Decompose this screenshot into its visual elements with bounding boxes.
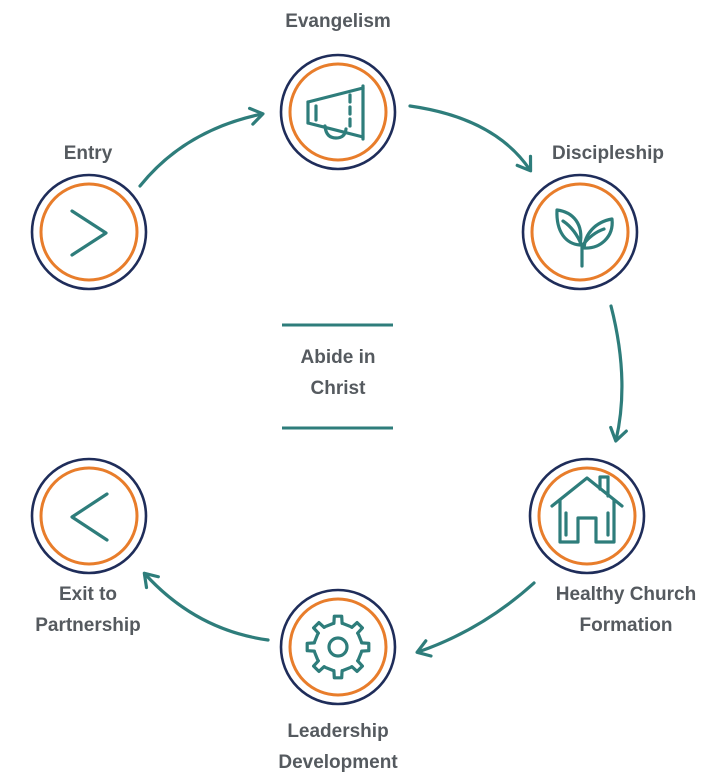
node-label-exit-to-partnership-line-1: Exit to bbox=[58, 584, 118, 605]
gear-center-icon bbox=[327, 636, 349, 658]
node-label-entry-line-1: Entry bbox=[63, 143, 113, 164]
arrow-discipleship-to-church bbox=[609, 304, 628, 443]
node-label-healthy-church-formation: Healthy Church Formation bbox=[534, 579, 718, 641]
node-label-exit-to-partnership: Exit to Partnership bbox=[0, 579, 176, 641]
arrow-entry-to-evangelism bbox=[138, 106, 265, 188]
node-label-leadership-development-line-2: Development bbox=[278, 752, 398, 773]
node-label-leadership-development: Leadership Development bbox=[238, 716, 438, 778]
chevron-left-icon bbox=[70, 492, 109, 542]
node-label-evangelism: Evangelism bbox=[238, 6, 438, 37]
node-ring-exit-to-partnership bbox=[30, 457, 148, 575]
gear-icon bbox=[305, 614, 371, 680]
node-label-discipleship-line-1: Discipleship bbox=[552, 143, 664, 164]
node-label-entry: Entry bbox=[0, 138, 176, 169]
house-icon bbox=[550, 475, 624, 544]
node-ring-entry bbox=[30, 173, 148, 291]
arrow-leadership-to-exit bbox=[142, 571, 270, 642]
node-label-healthy-church-formation-line-1: Healthy Church bbox=[555, 584, 697, 605]
node-ring-evangelism bbox=[279, 53, 397, 171]
center-label: Abide in Christ bbox=[238, 342, 438, 404]
arrow-church-to-leadership bbox=[415, 581, 536, 658]
arrow-evangelism-to-discipleship bbox=[408, 104, 533, 173]
chevron-right-icon bbox=[70, 209, 108, 257]
sprout-icon bbox=[555, 208, 614, 268]
center-label-line-2: Christ bbox=[310, 378, 366, 399]
node-label-discipleship: Discipleship bbox=[520, 138, 696, 169]
node-ring-healthy-church-formation bbox=[528, 457, 646, 575]
node-label-exit-to-partnership-line-2: Partnership bbox=[35, 615, 141, 636]
node-label-healthy-church-formation-line-2: Formation bbox=[579, 615, 673, 636]
node-label-leadership-development-line-1: Leadership bbox=[287, 721, 389, 742]
flow-arrows bbox=[138, 104, 628, 658]
center-label-line-1: Abide in bbox=[300, 347, 376, 368]
megaphone-icon bbox=[306, 84, 365, 141]
node-ring-leadership-development bbox=[279, 588, 397, 706]
node-label-evangelism-line-1: Evangelism bbox=[285, 11, 391, 32]
